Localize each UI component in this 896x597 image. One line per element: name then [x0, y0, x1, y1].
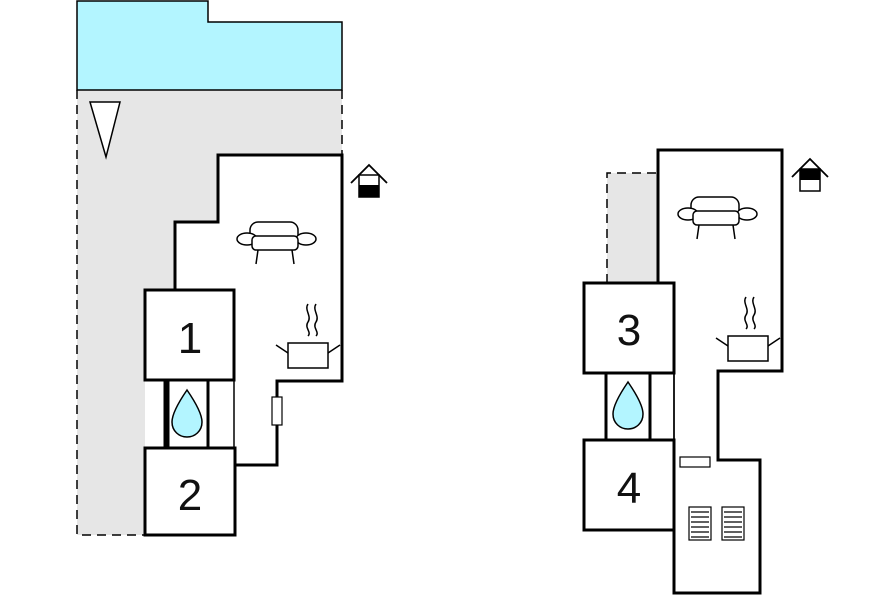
door-icon: [271, 396, 283, 426]
sofa-icon: [677, 196, 758, 240]
north-arrow-icon: [89, 101, 121, 160]
cooking-pot-icon: [715, 296, 781, 362]
water-drop-icon: [171, 388, 203, 438]
room-4-label: 4: [617, 464, 641, 513]
sofa-icon: [236, 221, 317, 265]
room-2-walls: [143, 446, 237, 537]
water-drop-icon: [612, 380, 644, 430]
room-3-label: 3: [617, 306, 641, 355]
door-icon: [679, 456, 711, 468]
house-entrance-icon: [791, 157, 829, 192]
pool: [76, 0, 343, 91]
cooking-pot-icon: [275, 303, 341, 369]
room-4-walls: [582, 438, 676, 532]
room-2-label: 2: [178, 471, 202, 520]
stairs-icon: [688, 506, 745, 541]
terrace-area-right: [607, 173, 658, 283]
terrace-area: [77, 90, 342, 535]
house-entrance-icon: [350, 163, 388, 198]
terrace-boundary-right-plan: [606, 172, 658, 283]
room-1-label: 1: [178, 314, 202, 363]
